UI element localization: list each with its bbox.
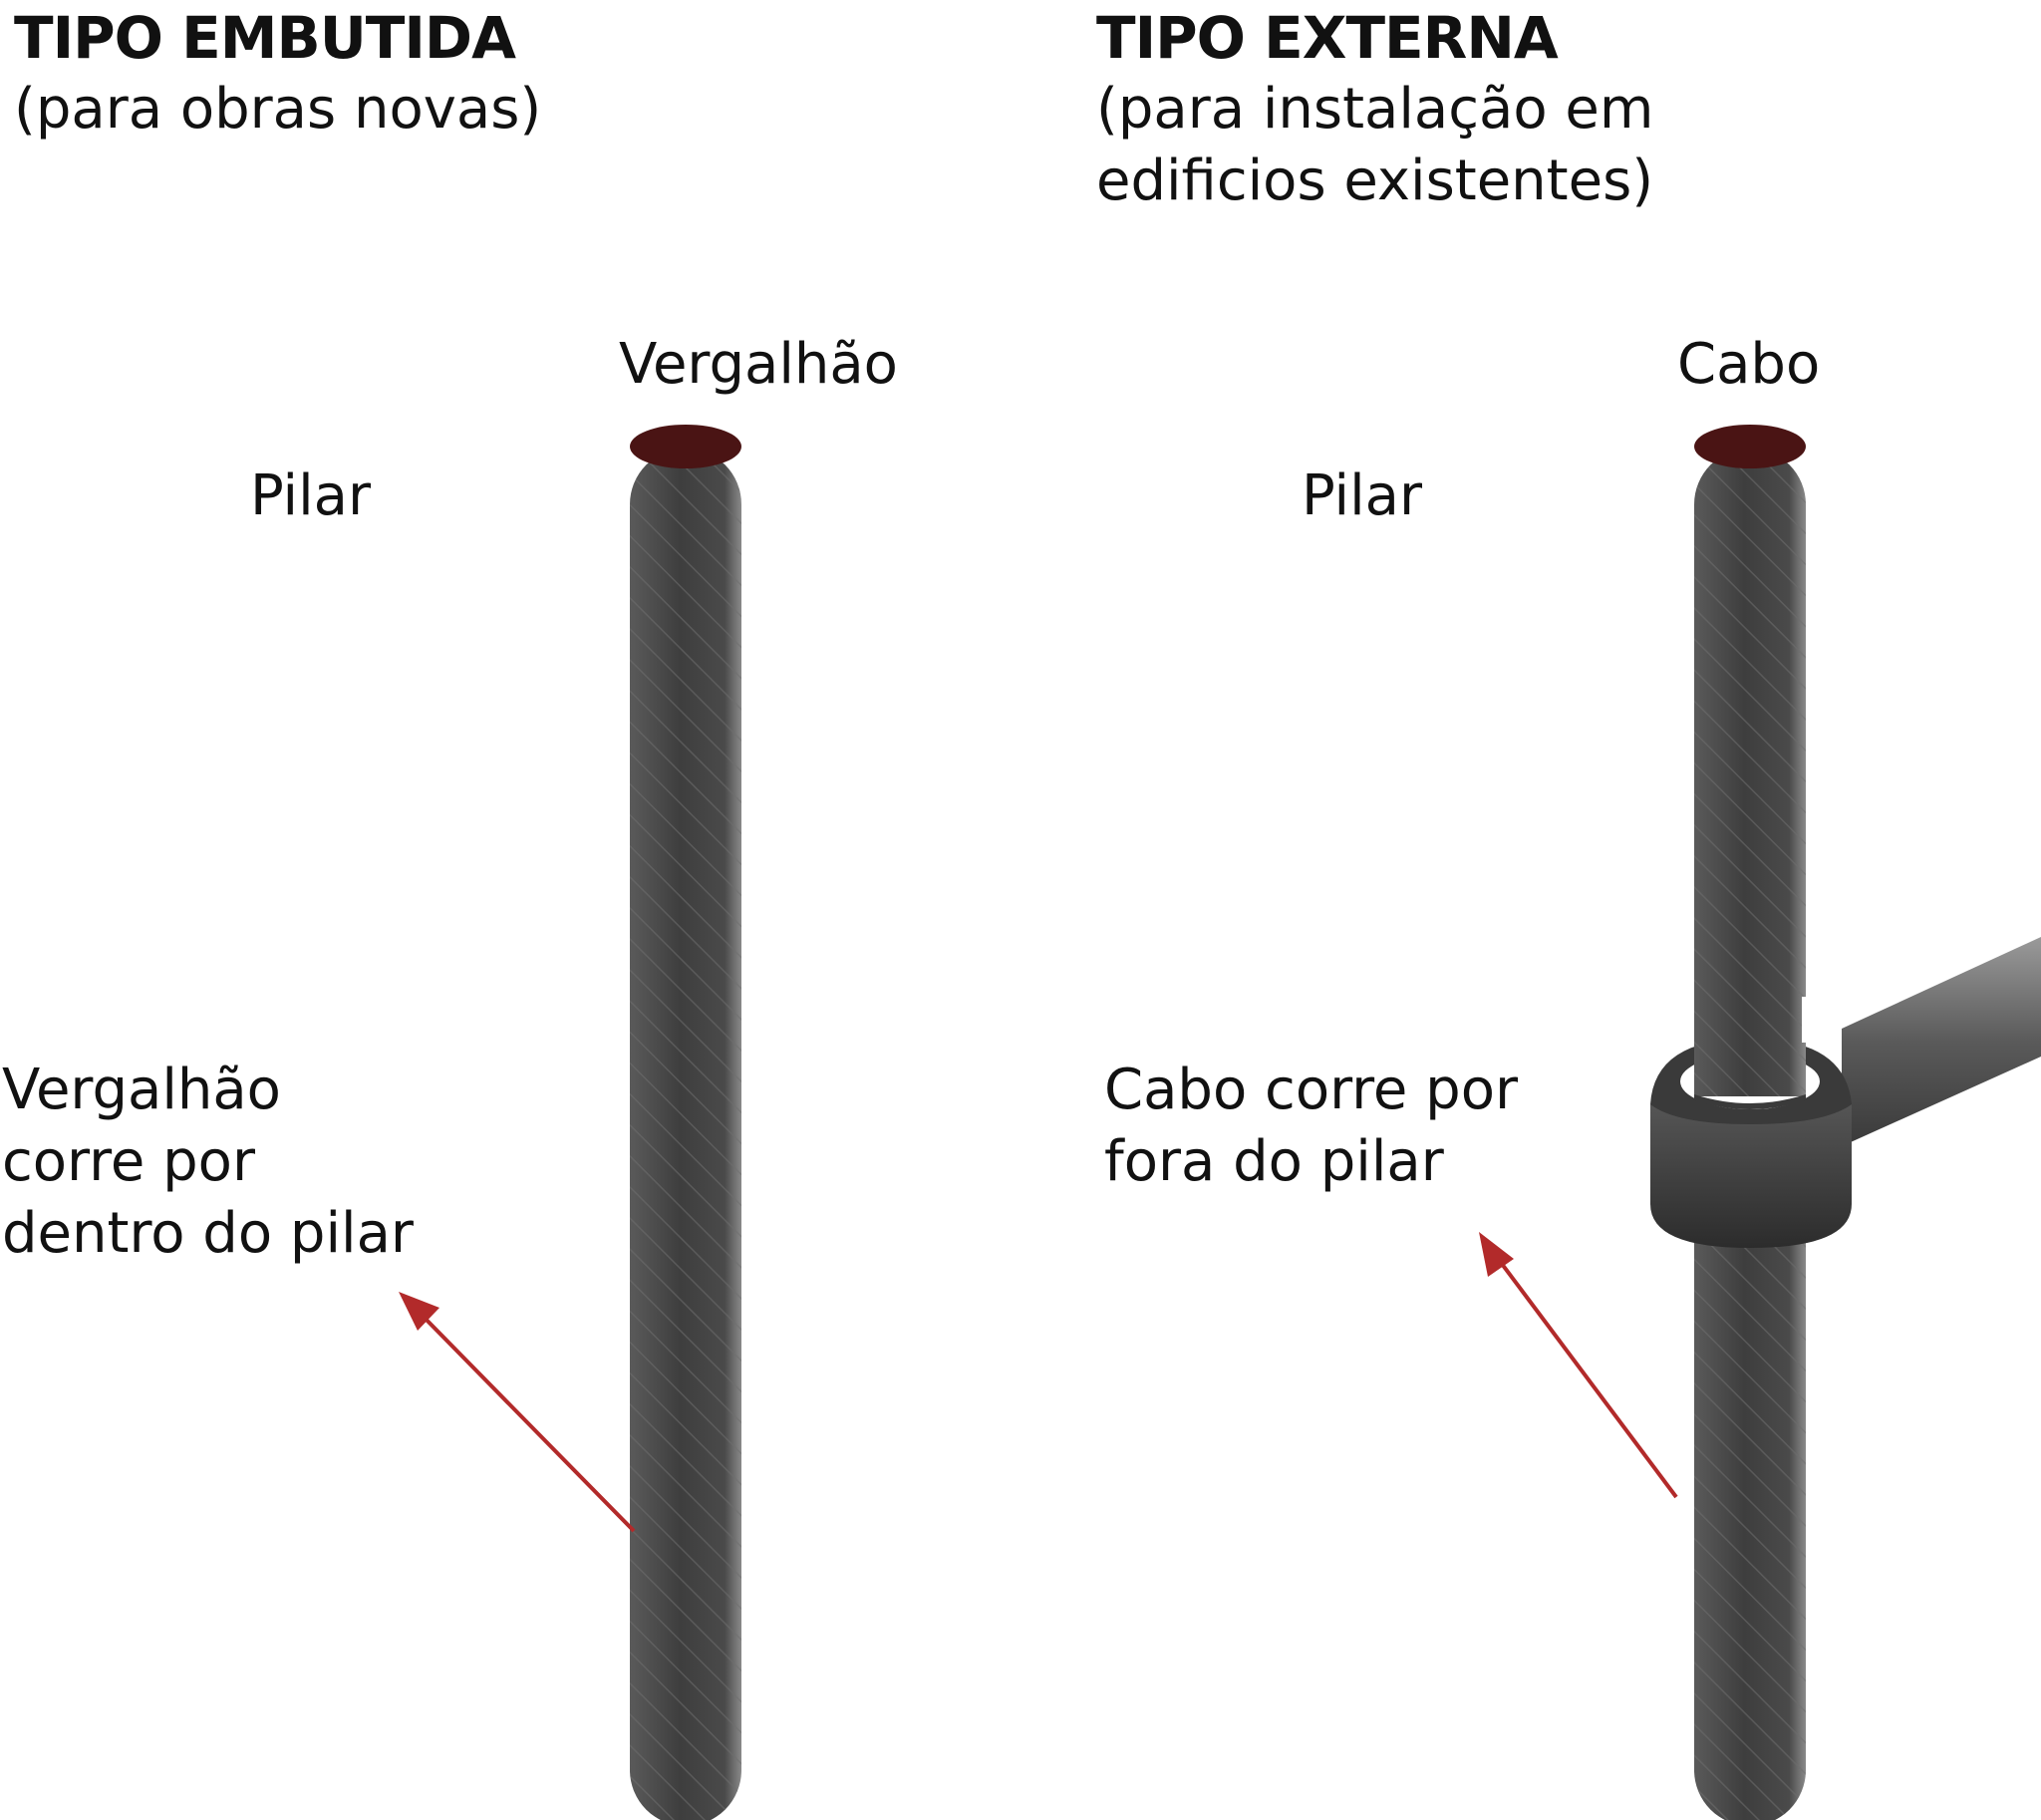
left-pillar-label: Pilar xyxy=(250,463,371,528)
left-arrow-icon xyxy=(399,1292,636,1533)
left-panel-subheading: (para obras novas) xyxy=(14,77,542,142)
left-panel-heading: TIPO EMBUTIDA xyxy=(14,4,516,72)
right-cable-label: Cabo xyxy=(1677,332,1821,397)
left-rod-cap xyxy=(630,425,741,468)
right-panel-heading: TIPO EXTERNA xyxy=(1096,4,1559,72)
right-pillar-label: Pilar xyxy=(1302,463,1422,528)
right-rod-cap xyxy=(1694,425,1806,468)
left-description-text: Vergalhão corre por dentro do pilar xyxy=(2,1058,414,1266)
left-rebar-rod-icon xyxy=(630,425,741,1820)
left-rebar-label: Vergalhão xyxy=(619,332,898,397)
right-panel-subheading: (para instalação em edificios existentes… xyxy=(1096,77,1654,213)
right-arrow-icon xyxy=(1479,1232,1678,1499)
right-description-text: Cabo corre por fora do pilar xyxy=(1104,1058,1518,1194)
clamp-bracket-icon xyxy=(1650,937,2041,1248)
